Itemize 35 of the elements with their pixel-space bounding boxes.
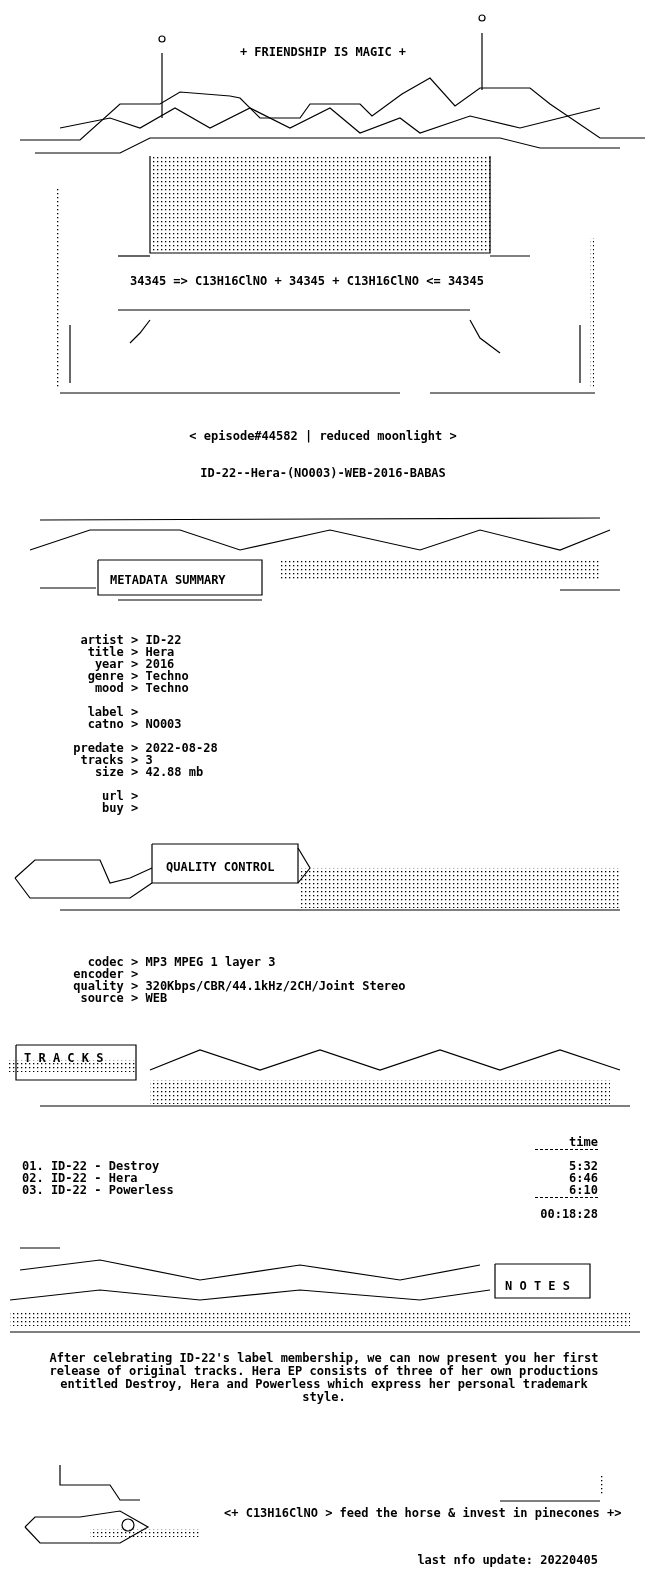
total-time: 00:18:28 [540, 1208, 598, 1221]
metadata-row: mood > Techno [94, 682, 189, 695]
section-heading: N O T E S [505, 1280, 571, 1293]
episode-line: < episode#44582 | reduced moonlight > [189, 430, 457, 443]
metadata-row: artist > ID-22 [80, 634, 182, 647]
metadata-row: catno > NO003 [87, 718, 182, 731]
track-time: 5:32 [569, 1160, 598, 1173]
metadata-row: genre > Techno [87, 670, 189, 683]
section-heading: METADATA SUMMARY [110, 574, 226, 587]
metadata-row: source > WEB [80, 992, 168, 1005]
track-time: 6:46 [569, 1172, 598, 1185]
metadata-row: year > 2016 [94, 658, 175, 671]
metadata-row: tracks > 3 [80, 754, 153, 767]
track-row: 01. ID-22 - Destroy [22, 1160, 160, 1173]
metadata-row: predate > 2022-08-28 [73, 742, 218, 755]
metadata-row: buy > [102, 802, 139, 815]
section-heading: T R A C K S [24, 1052, 104, 1065]
footer-line: <+ C13H16ClNO > feed the horse & invest in pinecones +> [224, 1507, 622, 1520]
track-row: 03. ID-22 - Powerless [22, 1184, 174, 1197]
metadata-row: title > Hera [87, 646, 175, 659]
metadata-row: url > [102, 790, 139, 803]
update-date: last nfo update: 20220405 [417, 1554, 598, 1567]
metadata-row: label > [87, 706, 139, 719]
column-header: time [569, 1136, 598, 1149]
metadata-row: codec > MP3 MPEG 1 layer 3 [87, 956, 276, 969]
release-name: ID-22--Hera-(NO003)-WEB-2016-BABAS [200, 467, 446, 480]
metadata-row: quality > 320Kbps/CBR/44.1kHz/2CH/Joint Stereo [73, 980, 406, 993]
notes-paragraph: After celebrating ID-22's label membership, we can now present you her first release of original tracks. Hera EP consists of three of her own productions entitled Destroy, Hera and Powerless which express her personal trademark style. [48, 1352, 600, 1404]
section-heading: QUALITY CONTROL [166, 861, 275, 874]
track-row: 02. ID-22 - Hera [22, 1172, 138, 1185]
metadata-row: encoder > [73, 968, 139, 981]
heading-text: + FRIENDSHIP IS MAGIC + [239, 46, 407, 59]
track-time: 6:10 [569, 1184, 598, 1197]
formula-line: 34345 => C13H16ClNO + 34345 + C13H16ClNO <= 34345 [130, 275, 484, 288]
metadata-row: size > 42.88 mb [94, 766, 204, 779]
